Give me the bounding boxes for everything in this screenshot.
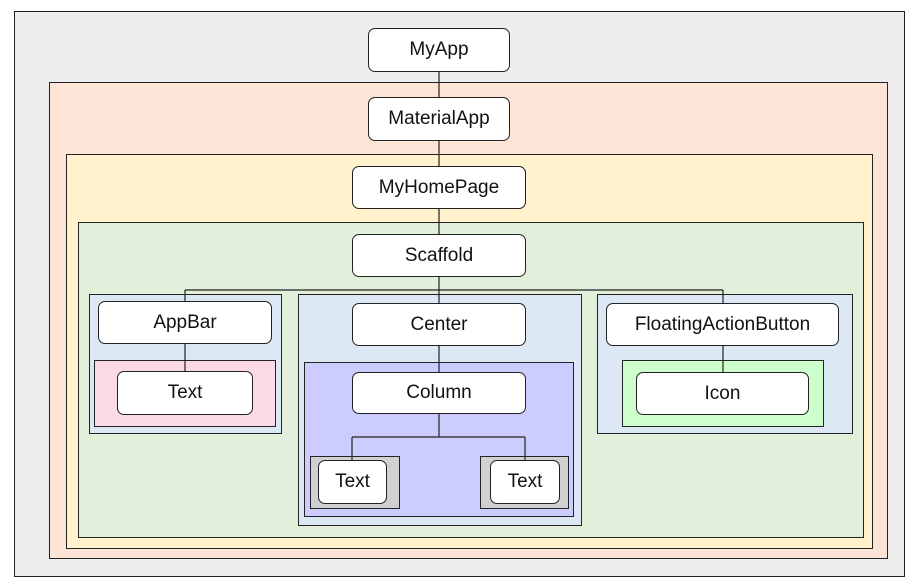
icon-node: Icon <box>636 372 809 415</box>
appbar-text-node: Text <box>117 371 253 415</box>
column-node: Column <box>352 372 526 414</box>
myhomepage-node: MyHomePage <box>352 166 526 209</box>
myapp-node: MyApp <box>368 28 510 72</box>
center-node: Center <box>352 303 526 346</box>
floatingactionbutton-node: FloatingActionButton <box>606 303 839 346</box>
column-text-right-node: Text <box>490 460 560 504</box>
appbar-node: AppBar <box>98 301 272 344</box>
scaffold-node: Scaffold <box>352 234 526 277</box>
materialapp-node: MaterialApp <box>368 97 510 141</box>
column-text-left-node: Text <box>318 460 387 504</box>
